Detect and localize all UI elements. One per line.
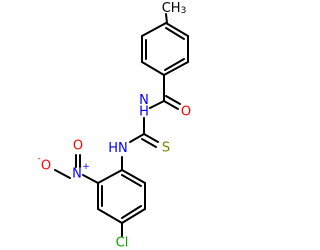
bond-ring1 [141, 61, 165, 76]
bond-ring2 [121, 208, 146, 224]
bond-ring2 [121, 169, 146, 184]
bond-nitro-o-minus [54, 169, 71, 179]
bond-ring1 [163, 61, 189, 76]
bond-ring1-inner [165, 27, 185, 40]
bond-methyl [165, 13, 168, 24]
nitro-o-charge: - [37, 154, 40, 164]
bond-ring2 [97, 169, 123, 184]
bond-c-s [143, 133, 159, 143]
methyl-h: H [171, 1, 181, 16]
methyl-prefix: C [162, 1, 171, 16]
molecule-canvas: CH3 O N H S HN N + O O - Cl [37, 0, 192, 250]
bond-aryl-nitro [82, 174, 99, 184]
methyl-label: CH3 [162, 1, 187, 17]
nitro-nitrogen: N [72, 167, 82, 182]
bond-ring1 [165, 22, 189, 37]
bond-ring2-inner [121, 174, 142, 187]
structure-diagram: CH3 O N H S HN N + O O - Cl [37, 1, 191, 250]
bond-c-n [149, 100, 165, 109]
bond-ring1-inner [164, 58, 185, 71]
nitro-n-charge: + [82, 162, 90, 172]
bond-ring2-inner [121, 205, 142, 219]
bond-ring2 [97, 208, 123, 224]
bond-c-o [163, 100, 179, 110]
nitro-oxygen: O [73, 139, 83, 154]
chlorine: Cl [116, 236, 129, 250]
methyl-sub: 3 [181, 6, 187, 16]
nitro-oxygen-minus: O [41, 159, 51, 174]
bond-ring1 [141, 22, 167, 37]
bond-c-n2 [129, 133, 145, 143]
amine-n: N [118, 141, 128, 156]
bonds [54, 13, 189, 237]
thio-sulfur: S [162, 141, 170, 156]
carbonyl-oxygen: O [181, 105, 191, 120]
amine-nh-label: HN [108, 141, 128, 156]
amide-n: N [139, 93, 149, 108]
bond-c-s [141, 138, 157, 148]
bond-c-o [165, 95, 181, 105]
amine-h: H [108, 141, 118, 156]
amide-h-label: H [139, 105, 149, 120]
amide-n-label: N [139, 93, 149, 108]
